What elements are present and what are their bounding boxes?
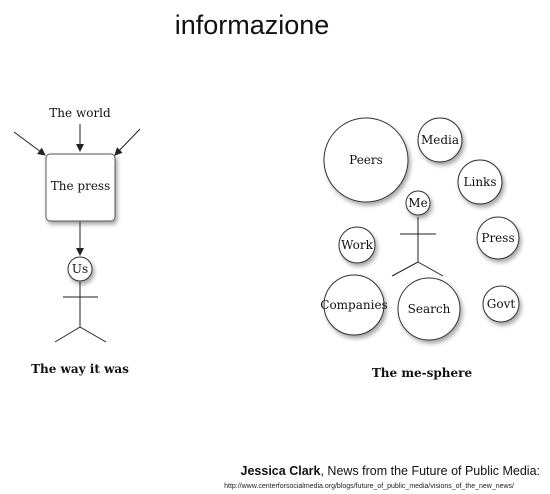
credit: Jessica Clark, News from the Future of P…: [224, 464, 540, 490]
us-stick-figure: [54, 282, 107, 343]
companies-label: Companies: [320, 298, 387, 312]
right-caption: The me-sphere: [372, 366, 473, 380]
slide-title: informazione: [175, 10, 330, 40]
world-arrow-left: [13, 131, 46, 156]
govt-bubble: [482, 285, 520, 323]
media-label: Media: [421, 133, 459, 147]
left-diagram: The world The press Us The way it was: [13, 106, 141, 376]
links-label: Links: [464, 175, 497, 189]
press-bubble-label: Press: [481, 231, 514, 245]
govt-label: Govt: [487, 297, 516, 311]
credit-author: Jessica Clark: [241, 464, 321, 478]
left-caption: The way it was: [31, 362, 129, 376]
media-bubble: [417, 117, 463, 163]
search-bubble: [397, 277, 461, 341]
credit-line: Jessica Clark, News from the Future of P…: [241, 464, 540, 478]
credit-text: , News from the Future of Public Media:: [320, 464, 540, 478]
us-label: Us: [72, 262, 88, 276]
peers-label: Peers: [349, 153, 383, 167]
right-diagram: Me Peers Media Links Press Work Companie…: [320, 117, 520, 380]
work-label: Work: [341, 238, 373, 252]
me-stick-figure: [391, 217, 444, 277]
us-bubble: [67, 256, 93, 282]
credit-url[interactable]: http://www.centerforsocialmedia.org/blog…: [224, 483, 514, 490]
links-bubble: [457, 159, 503, 205]
press-label: The press: [51, 179, 110, 193]
world-label: The world: [49, 106, 111, 120]
peers-bubble: [323, 117, 409, 203]
press-box: [45, 153, 116, 222]
me-bubble: [405, 190, 431, 216]
me-label: Me: [408, 196, 427, 210]
press-bubble: [476, 216, 520, 260]
search-label: Search: [408, 302, 451, 316]
world-arrow-right: [114, 128, 141, 156]
work-bubble: [338, 226, 376, 264]
companies-bubble: [323, 274, 385, 336]
